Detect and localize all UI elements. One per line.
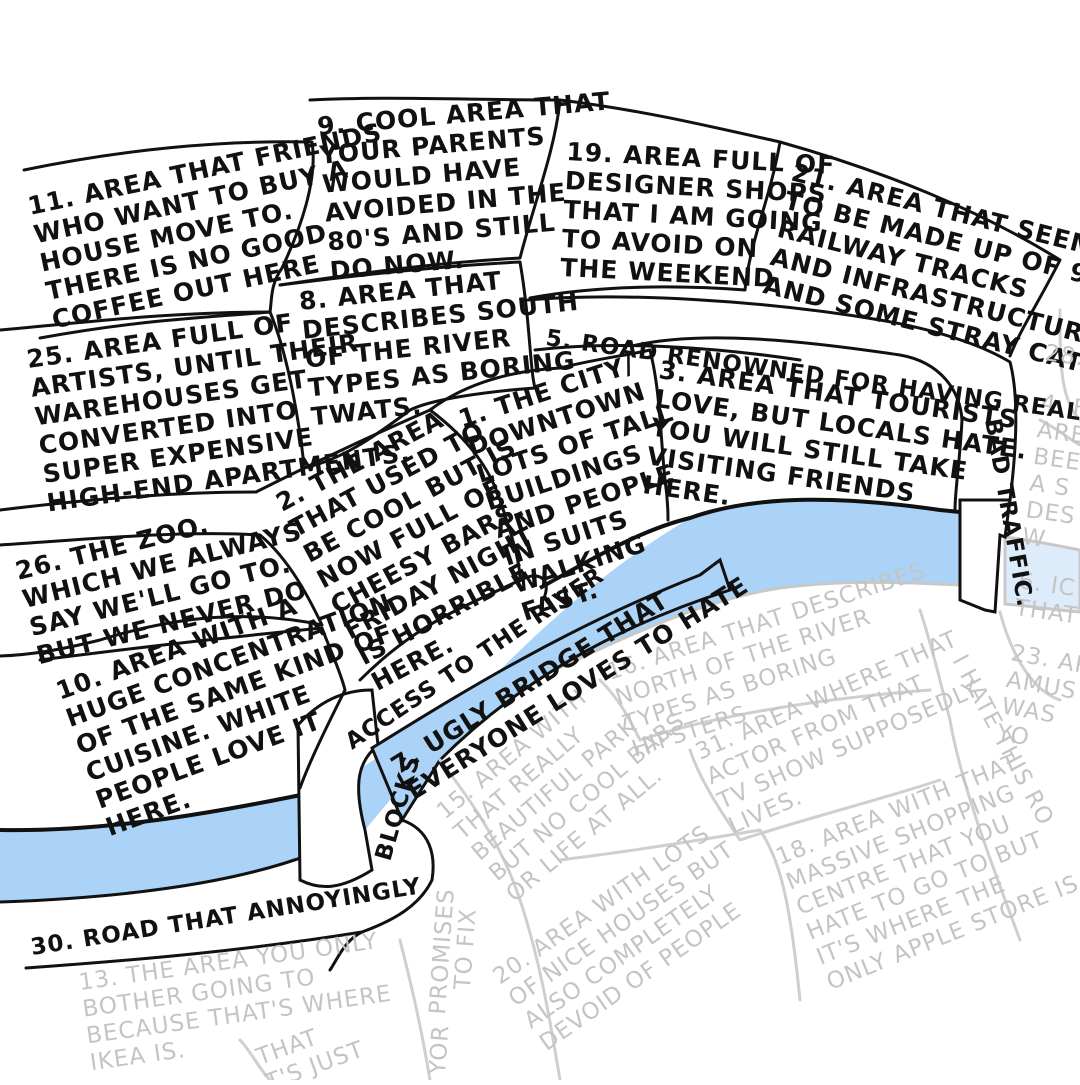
- label-line: W: [1020, 524, 1047, 553]
- label-line: 28.: [1043, 340, 1080, 371]
- area-label-21: 21. AREA THAT SEEMSTO BE MADE UP OF 90%R…: [760, 158, 1080, 385]
- river-north-bank-2: [539, 497, 961, 590]
- bridge-7: [370, 557, 732, 824]
- river-north-bank: [0, 788, 326, 833]
- area-label-28: 28.: [1043, 340, 1080, 371]
- area-label-19: 19. AREA FULL OFDESIGNER SHOPSTHAT I AM …: [560, 137, 836, 296]
- area-label-2: 2. THE AREATHAT USED TOBE COOL BUT ISNOW…: [271, 381, 589, 697]
- river-faded: [1003, 535, 1080, 614]
- label-line: YO: [994, 720, 1032, 751]
- area-label-25: 25. AREA FULL OFARTISTS, UNTIL THEIRWARE…: [25, 294, 412, 517]
- north-boundaries: [0, 96, 1062, 972]
- road-label-yor: YOR: [425, 1024, 454, 1077]
- area-label-6: 6. ICTHAT: [1012, 568, 1080, 629]
- label-line: A S: [1028, 470, 1072, 501]
- area-label-4: 4. FAREBEEA SDESW: [1020, 390, 1080, 556]
- south-boundaries: [238, 308, 1080, 1082]
- road-30-strip: [296, 688, 380, 889]
- area-label-9: 9. COOL AREA THATYOUR PARENTSWOULD HAVEA…: [315, 86, 624, 285]
- road-5-strip: [958, 498, 1012, 614]
- area-label-26: 26. THE ZOO.WHICH WE ALWAYSSAY WE'LL GO …: [12, 488, 319, 670]
- road-label-tofix: TO FIX: [450, 908, 482, 992]
